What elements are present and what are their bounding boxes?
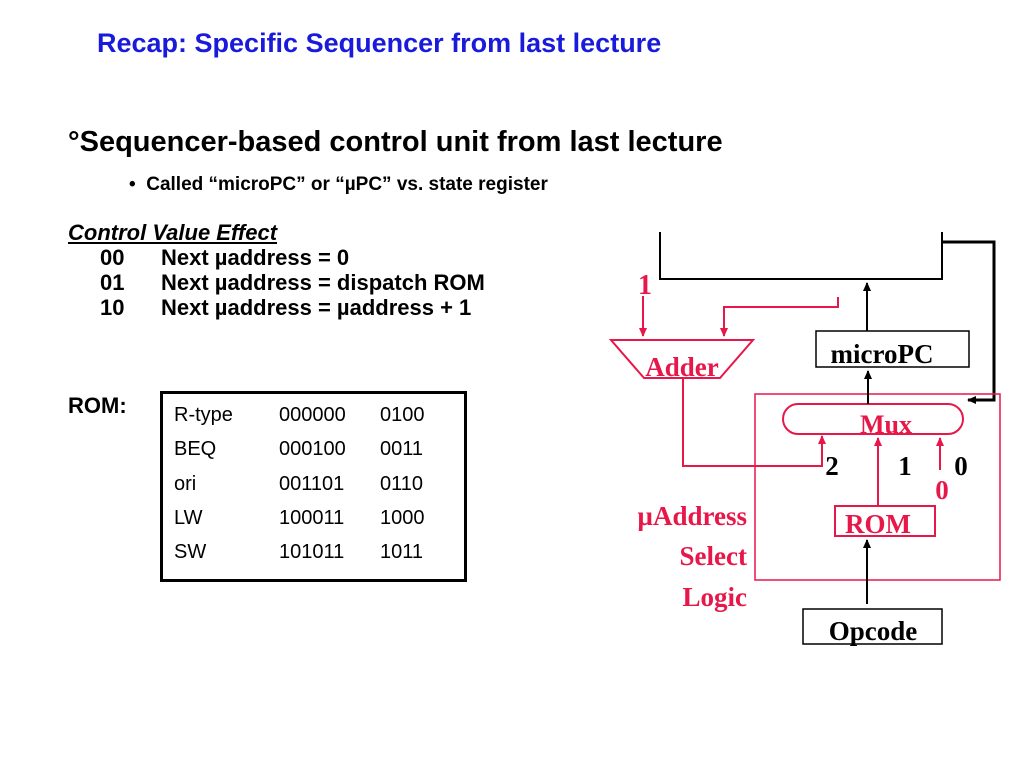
slide-title: Recap: Specific Sequencer from last lect… <box>97 28 662 58</box>
rom-instr-name: R-type <box>174 404 233 426</box>
rom-value: 1011 <box>380 541 424 563</box>
control-table-row: 10 Next µaddress = µaddress + 1 <box>68 295 485 320</box>
control-effect: Next µaddress = µaddress + 1 <box>161 295 472 320</box>
micropc-register <box>815 330 970 368</box>
rom-opcode: 100011 <box>279 507 345 529</box>
control-effect: Next µaddress = dispatch ROM <box>161 270 485 295</box>
mux-input-2-label: 2 <box>825 451 839 481</box>
control-code: 00 <box>100 245 125 270</box>
sub-bullet-text: Called “microPC” or “µPC” vs. state regi… <box>146 174 548 195</box>
main-bullet: °Sequencer-based control unit from last … <box>68 126 723 159</box>
select-logic-line-3: Logic <box>683 582 748 612</box>
rom-value: 1000 <box>380 507 425 529</box>
select-logic-line-1: µAddress <box>637 501 747 531</box>
control-code: 10 <box>100 295 125 320</box>
control-value-table: Control Value Effect 00 Next µaddress = 0… <box>68 220 485 320</box>
control-table-header: Control Value Effect <box>68 220 278 245</box>
mux-label: Mux <box>860 410 912 439</box>
rom-label: ROM: <box>68 393 127 418</box>
control-code: 01 <box>100 270 125 295</box>
adder-label: Adder <box>645 352 719 382</box>
constant-one-label: 1 <box>638 270 652 301</box>
rom-opcode: 101011 <box>279 541 345 563</box>
rom-instr-name: BEQ <box>174 438 217 460</box>
rom-opcode: 000100 <box>279 438 346 460</box>
rom-instr-name: SW <box>174 541 207 563</box>
bullet-marker: ° <box>68 126 80 158</box>
rom-value: 0100 <box>380 404 425 426</box>
rom-box <box>834 505 936 537</box>
micropc-feedback-wire <box>720 297 839 337</box>
control-table-row: 00 Next µaddress = 0 <box>68 245 485 270</box>
sub-bullet-marker: • <box>129 174 136 195</box>
sub-bullet: • Called “microPC” or “µPC” vs. state re… <box>129 174 548 196</box>
rom-value: 0011 <box>380 438 424 460</box>
rom-table: R-type 000000 0100 BEQ 000100 0011 ori 0… <box>160 391 467 582</box>
control-logic-block <box>659 232 943 280</box>
rom-instr-name: LW <box>174 507 203 529</box>
select-logic-line-2: Select <box>680 541 747 571</box>
rom-opcode: 001101 <box>279 473 345 495</box>
mux-input-1-label: 1 <box>898 451 912 481</box>
bullet-text: Sequencer-based control unit from last l… <box>79 126 723 158</box>
opcode-label: Opcode <box>829 616 918 646</box>
adder-shape <box>608 339 756 379</box>
rom-opcode: 000000 <box>279 404 346 426</box>
adder-output-wire <box>682 378 826 467</box>
select-logic-box <box>754 393 1001 581</box>
rom-box-label: ROM <box>845 509 911 539</box>
opcode-box <box>802 608 943 645</box>
mux-shape <box>782 403 964 435</box>
micropc-label: microPC <box>831 339 934 369</box>
mux-input-0-label: 0 <box>954 451 968 481</box>
rom-value: 0110 <box>380 473 424 495</box>
zero-constant-label: 0 <box>935 475 949 505</box>
control-effect: Next µaddress = 0 <box>161 245 350 270</box>
mux-select-wire <box>942 240 996 404</box>
rom-instr-name: ori <box>174 473 197 495</box>
control-table-row: 01 Next µaddress = dispatch ROM <box>68 270 485 295</box>
